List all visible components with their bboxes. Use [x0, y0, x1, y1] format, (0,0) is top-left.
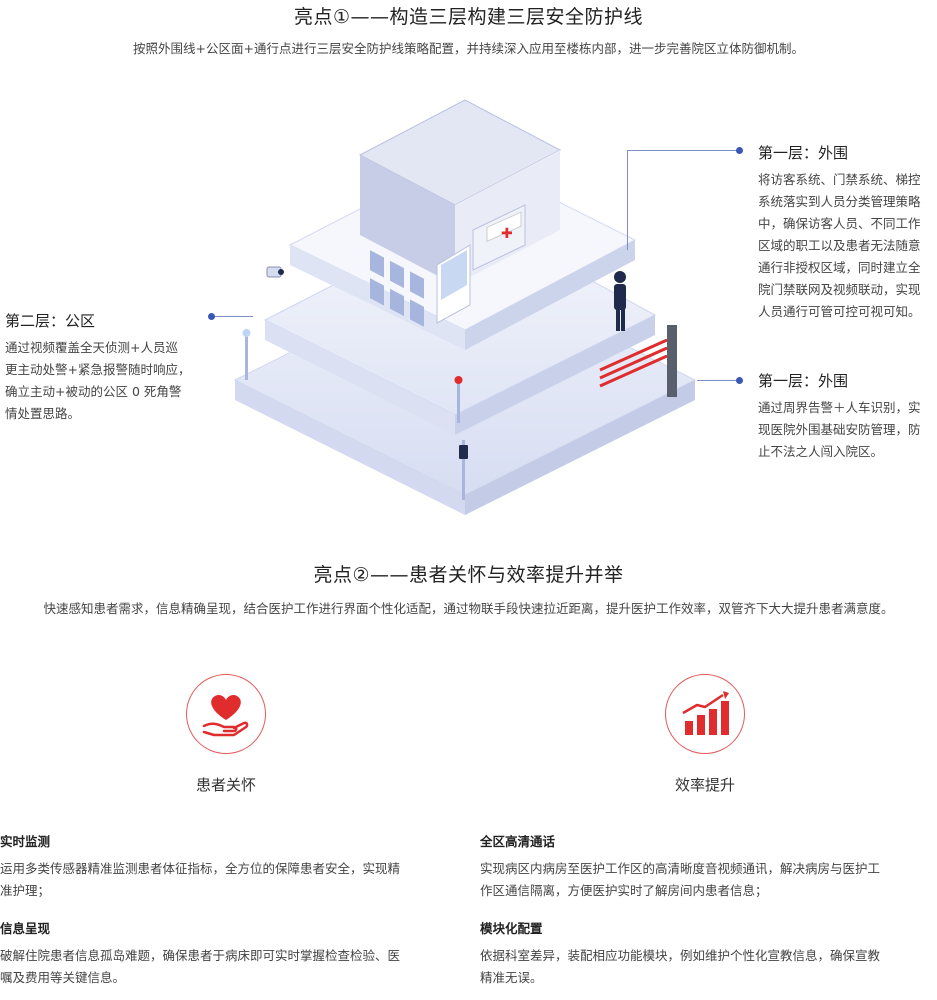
item-info-display: 信息呈现 破解住院患者信息孤岛难题，确保患者于病床即可实时掌握检查检验、医 嘱及…	[0, 918, 440, 989]
highlight1-title: 亮点①——构造三层构建三层安全防护线	[293, 6, 644, 28]
callout-layer1-top: 第一层：外围 将访客系统、门禁系统、梯控 系统落实到人员分类管理策略 中，确保访…	[758, 142, 937, 323]
heart-hand-icon	[186, 674, 266, 754]
connector-line-layer1-bottom	[697, 380, 739, 381]
connector-dot-layer1-bottom	[736, 377, 743, 384]
callout-layer2-desc: 通过视频覆盖全天侦测+人员巡 更主动处警+紧急报警随时响应， 确立主动+被动的公…	[5, 340, 191, 421]
hospital-illustration: ✚	[233, 99, 697, 515]
item-info-display-title: 信息呈现	[0, 921, 51, 936]
callout-layer1-top-title: 第一层：外围	[758, 144, 849, 162]
item-hd-call-title: 全区高清通话	[480, 834, 556, 849]
callout-layer1-bottom-title: 第一层：外围	[758, 372, 849, 390]
callout-layer1-top-desc: 将访客系统、门禁系统、梯控 系统落实到人员分类管理策略 中，确保访客人员、不同工…	[758, 172, 921, 319]
feature-efficiency: 效率提升	[645, 674, 765, 795]
connector-line-layer1-top-h	[627, 150, 737, 151]
connector-line-layer1-top-v	[627, 150, 628, 250]
highlight1-subtitle: 按照外围线+公区面+通行点进行三层安全防护线策略配置，并持续深入应用至楼栋内部，…	[133, 41, 804, 56]
item-module-config: 模块化配置 依据科室差异，装配相应功能模块，例如维护个性化宣教信息，确保宣教 精…	[480, 918, 920, 989]
item-hd-call: 全区高清通话 实现病区内病房至医护工作区的高清晰度音视频通讯，解决病房与医护工 …	[480, 831, 920, 902]
feature-patient-care: 患者关怀	[166, 674, 286, 795]
item-realtime-monitor-desc: 运用多类传感器精准监测患者体征指标，全方位的保障患者安全，实现精 准护理；	[0, 861, 401, 898]
connector-line-layer2	[213, 316, 253, 317]
highlight2-title: 亮点②——患者关怀与效率提升并举	[313, 564, 624, 586]
callout-layer2: 第二层：公区 通过视频覆盖全天侦测+人员巡 更主动处警+紧急报警随时响应， 确立…	[5, 310, 210, 425]
item-realtime-monitor-title: 实时监测	[0, 834, 51, 849]
item-module-config-title: 模块化配置	[480, 921, 543, 936]
feature-efficiency-label: 效率提升	[674, 776, 735, 794]
callout-layer2-title: 第二层：公区	[5, 312, 96, 330]
item-realtime-monitor: 实时监测 运用多类传感器精准监测患者体征指标，全方位的保障患者安全，实现精 准护…	[0, 831, 440, 902]
highlight2-subtitle: 快速感知患者需求，信息精确呈现，结合医护工作进行界面个性化适配，通过物联手段快速…	[43, 601, 894, 616]
item-module-config-desc: 依据科室差异，装配相应功能模块，例如维护个性化宣教信息，确保宣教 精准无误。	[480, 948, 881, 985]
hospital-cross-icon: ✚	[501, 226, 513, 242]
item-hd-call-desc: 实现病区内病房至医护工作区的高清晰度音视频通讯，解决病房与医护工 作区通信隔离，…	[480, 861, 881, 898]
bar-chart-up-icon	[665, 674, 745, 754]
callout-layer1-bottom-desc: 通过周界告警＋人车识别，实 现医院外围基础安防管理，防 止不法之人闯入院区。	[758, 400, 921, 459]
callout-layer1-bottom: 第一层：外围 通过周界告警＋人车识别，实 现医院外围基础安防管理，防 止不法之人…	[758, 370, 937, 463]
connector-dot-layer1-top	[736, 147, 743, 154]
item-info-display-desc: 破解住院患者信息孤岛难题，确保患者于病床即可实时掌握检查检验、医 嘱及费用等关键…	[0, 948, 401, 985]
feature-patient-care-label: 患者关怀	[195, 776, 256, 794]
connector-dot-layer2	[208, 313, 215, 320]
